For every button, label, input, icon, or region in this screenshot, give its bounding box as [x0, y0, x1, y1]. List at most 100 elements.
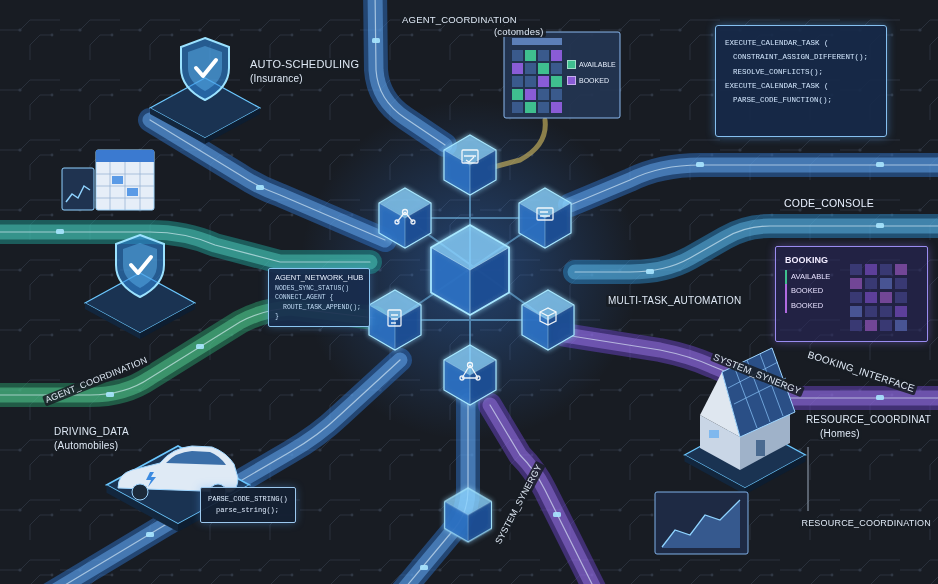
- calendar-icon: [127, 188, 138, 196]
- calendar-icon: [96, 150, 154, 210]
- calendar-icon: [112, 176, 123, 184]
- calendar-panel: [512, 50, 523, 61]
- code-panel: AGENT_NETWORK_HUBNODES_SYNC_STATUS()CONN…: [268, 268, 370, 327]
- panel-heading: BOOKING: [785, 255, 847, 265]
- area-label: SYSTEM_SYNERGY: [710, 350, 805, 397]
- hub-cube: [431, 225, 509, 315]
- road: [570, 165, 938, 205]
- legend-label: BOOKED: [579, 77, 609, 84]
- calendar-panel: [512, 63, 523, 74]
- area-label: (cotomdes): [492, 26, 546, 37]
- vehicle: [372, 38, 380, 43]
- calendar-panel: [538, 102, 549, 113]
- road: [395, 400, 468, 584]
- cube-icon: [540, 212, 550, 216]
- vehicle: [196, 344, 204, 349]
- road: [40, 360, 400, 584]
- calendar-panel: [512, 76, 523, 87]
- panel-heading: CODE_CONSOLE: [784, 197, 874, 209]
- leader-line: [808, 447, 809, 511]
- calendar-panel: [538, 76, 549, 87]
- cube-icon: [388, 150, 556, 380]
- calendar-panel: [525, 63, 536, 74]
- road: [40, 360, 400, 584]
- calendar-icon: [96, 150, 154, 162]
- road: [570, 165, 938, 205]
- vehicle: [646, 269, 654, 274]
- calendar-panel: [525, 76, 536, 87]
- car-platform: [132, 484, 148, 500]
- calendar-panel: [551, 89, 562, 100]
- calendar-panel: [538, 63, 549, 74]
- hub-cube: [379, 188, 431, 248]
- vehicle: [146, 532, 154, 537]
- calendar-panel: [504, 32, 620, 118]
- calendar-icon: [62, 150, 154, 210]
- calendar-panel: [525, 89, 536, 100]
- code-panel: PARSE_CODE_STRING()parse_string();: [200, 487, 296, 523]
- code-line: PARSE_CODE_FUNCTION();: [725, 93, 877, 107]
- legend-item: AVAILABLE: [567, 60, 616, 69]
- road: [395, 400, 468, 584]
- code-line: ROUTE_TASK_APPEND();: [275, 303, 363, 312]
- code-line: }: [275, 312, 363, 321]
- vehicle: [876, 162, 884, 167]
- booking-row: BOOKED: [785, 299, 847, 313]
- road: [0, 232, 370, 262]
- chart-panel: [662, 500, 740, 548]
- road: [150, 120, 385, 240]
- shield-platform: [85, 38, 260, 339]
- code-line: RESOLVE_CONFLICTS();: [725, 65, 877, 79]
- hub-cube: [445, 488, 492, 542]
- calendar-panel: [512, 38, 562, 45]
- road: [490, 405, 600, 584]
- calendar-icon: [66, 186, 90, 202]
- calendar-panel: [551, 76, 562, 87]
- calendar-panel: [538, 50, 549, 61]
- vehicle: [553, 512, 561, 517]
- calendar-panel: [504, 32, 620, 118]
- road: [490, 120, 545, 168]
- code-line: EXECUTE_CALENDAR_TASK (: [725, 36, 877, 50]
- area-label: RESOURCE_COORDINAT: [804, 414, 933, 426]
- vehicle: [256, 185, 264, 190]
- calendar-panel: [551, 63, 562, 74]
- code-line: CONNECT_AGENT {: [275, 293, 363, 302]
- area-label: RESOURCE_COORDINATION: [799, 518, 933, 529]
- area-label: AGENT_COORDINATION: [400, 14, 519, 25]
- shield-platform: [116, 235, 164, 297]
- booking-panel: BOOKINGAVAILABLEBOOKEDBOOKED: [775, 246, 928, 342]
- road: [490, 405, 600, 584]
- hub-cube: [519, 188, 571, 248]
- area-label: (Insurance): [248, 73, 305, 85]
- calendar-panel: [538, 89, 549, 100]
- legend-swatch: [567, 60, 576, 69]
- code-console-panel: EXECUTE_CALENDAR_TASK (CONSTRAINT_ASSIGN…: [715, 25, 887, 137]
- cube-icon: [537, 208, 553, 220]
- area-label: (Automobiles): [52, 440, 120, 452]
- cube-icon: [540, 308, 556, 325]
- vehicle: [106, 392, 114, 397]
- cube-icon: [391, 315, 398, 323]
- code-line: PARSE_CODE_STRING(): [208, 494, 288, 505]
- area-label: (Homes): [818, 428, 862, 440]
- booking-row: AVAILABLE: [785, 270, 847, 284]
- cube-icon: [388, 310, 401, 326]
- panel-heading: AGENT_NETWORK_HUB: [275, 273, 363, 282]
- house-platform: [756, 440, 765, 456]
- shield-platform: [181, 38, 229, 100]
- chart-panel: [655, 492, 748, 554]
- calendar-panel: [525, 102, 536, 113]
- vehicle: [876, 223, 884, 228]
- area-label: SYSTEM_SYNERGY: [492, 461, 545, 548]
- area-label: DRIVING_DATA: [52, 426, 131, 438]
- house-platform: [685, 348, 806, 495]
- area-label: AUTO-SCHEDULING: [248, 58, 361, 71]
- calendar-panel: [551, 102, 562, 113]
- code-line: EXECUTE_CALENDAR_TASK (: [725, 79, 877, 93]
- chart-panel: [655, 492, 748, 554]
- vehicle: [876, 395, 884, 400]
